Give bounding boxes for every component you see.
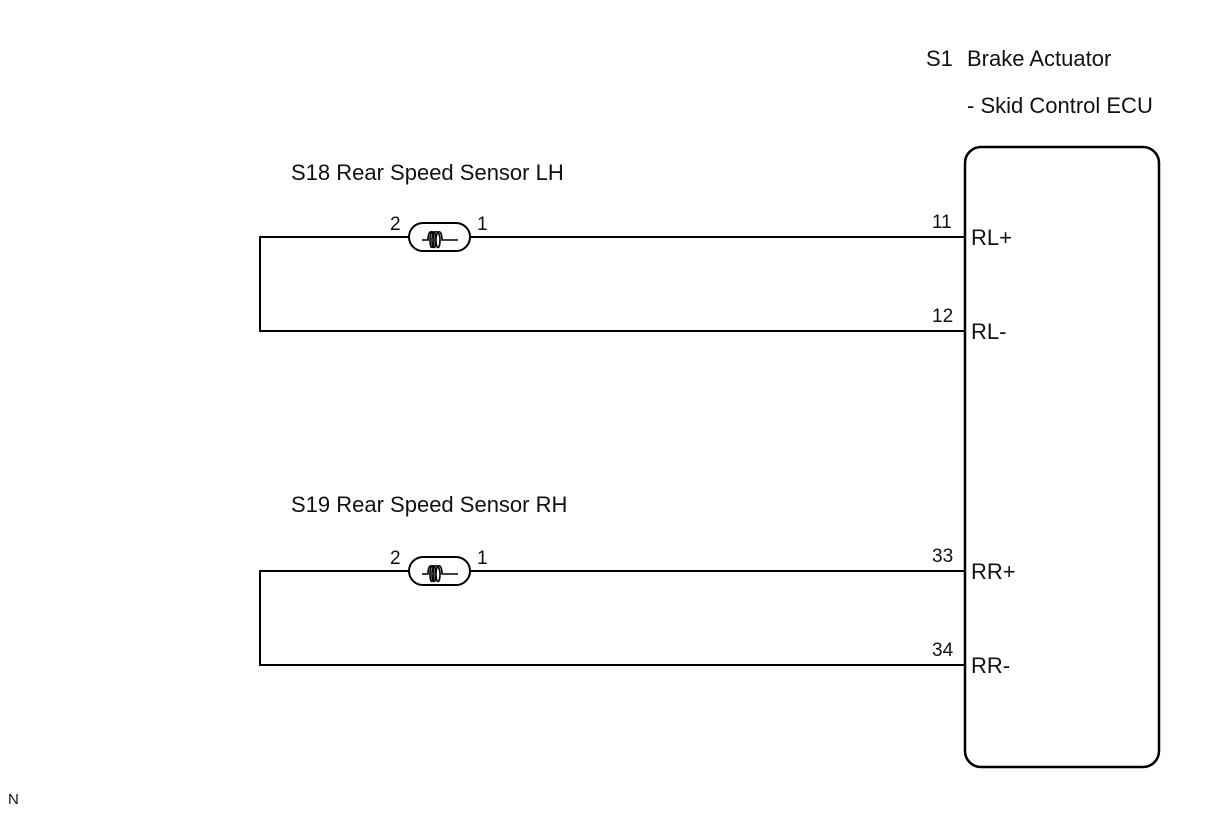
ecu-terminal-rl-plus: RL+ (971, 225, 1012, 250)
sensor-lh-pin-2: 2 (390, 214, 401, 235)
sensor-lh-title: S18 Rear Speed Sensor LH (291, 160, 564, 185)
ecu-code: S1 (926, 46, 953, 71)
corner-mark: N (8, 791, 19, 808)
ecu-terminal-rr-minus: RR- (971, 653, 1010, 678)
ecu-subname: - Skid Control ECU (967, 93, 1153, 118)
sensor-lh-pin-1: 1 (477, 214, 488, 235)
ecu-box (963, 145, 1161, 769)
sensor-rh-return-wire (259, 570, 965, 666)
sensor-lh-coil-icon (408, 222, 471, 252)
ecu-name: Brake Actuator (967, 46, 1111, 71)
ecu-pin-33: 33 (932, 546, 953, 567)
ecu-pin-11: 11 (932, 212, 952, 233)
ecu-pin-12: 12 (932, 306, 953, 327)
ecu-terminal-rr-plus: RR+ (971, 559, 1016, 584)
sensor-rh-pin-2: 2 (390, 548, 401, 569)
sensor-rh-title: S19 Rear Speed Sensor RH (291, 492, 567, 517)
ecu-terminal-rl-minus: RL- (971, 319, 1006, 344)
sensor-lh-return-wire (259, 236, 965, 332)
sensor-rh-coil-icon (408, 556, 471, 586)
sensor-rh-pin-1: 1 (477, 548, 488, 569)
ecu-pin-34: 34 (932, 640, 954, 661)
